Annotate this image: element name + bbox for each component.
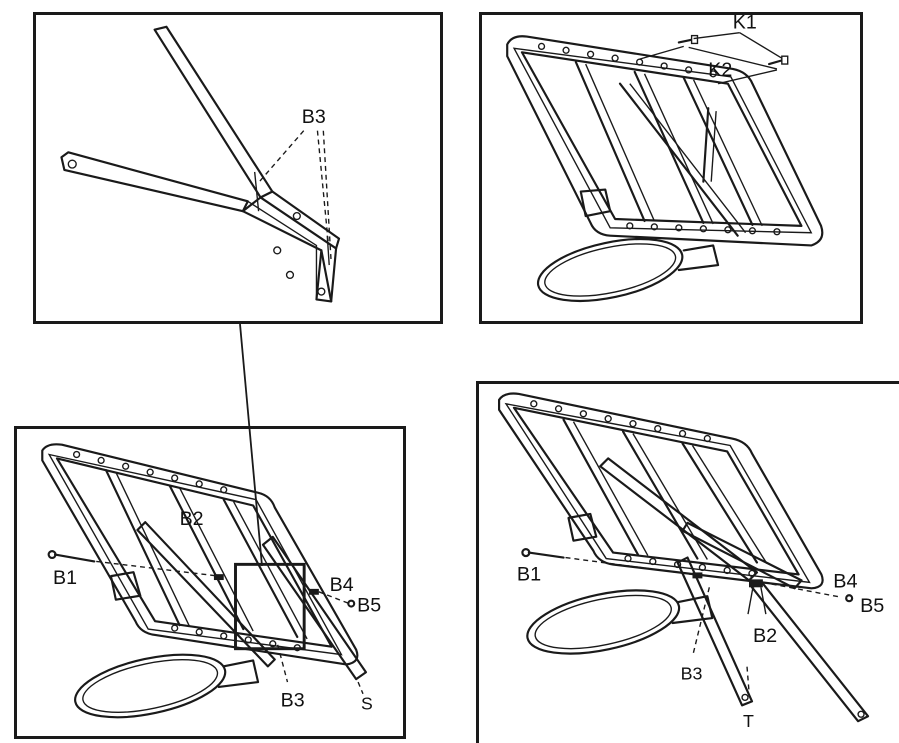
- label-k2: K2: [708, 59, 732, 81]
- assembly-left-panel: B1 B2 B3 B4 B5 S: [14, 426, 406, 739]
- assembly-right-panel: B1 B2 B3 B4 B5 T: [476, 381, 899, 743]
- label-s: S: [361, 694, 373, 714]
- bracket-detail-drawing: B3: [60, 25, 341, 303]
- assembly-right-drawing: B1 B2 B3 B4 B5 T: [497, 392, 884, 731]
- label-b3: B3: [302, 106, 326, 128]
- label-b1: B1: [53, 567, 77, 589]
- detail-panel: B3: [33, 12, 443, 324]
- label-b4: B4: [833, 570, 857, 592]
- label-b3: B3: [281, 690, 305, 712]
- label-b2: B2: [753, 625, 777, 647]
- backboard-top-drawing: K1 K2: [506, 15, 824, 302]
- label-b5: B5: [357, 594, 381, 616]
- label-b2: B2: [180, 508, 204, 530]
- assembly-left-drawing: B1 B2 B3 B4 B5 S: [41, 443, 381, 719]
- label-b3: B3: [681, 664, 703, 684]
- label-k1: K1: [733, 15, 757, 34]
- label-t: T: [743, 711, 754, 731]
- label-b4: B4: [330, 574, 354, 596]
- label-b1: B1: [517, 563, 541, 585]
- backboard-top-panel: K1 K2: [479, 12, 863, 324]
- label-b5: B5: [860, 595, 884, 617]
